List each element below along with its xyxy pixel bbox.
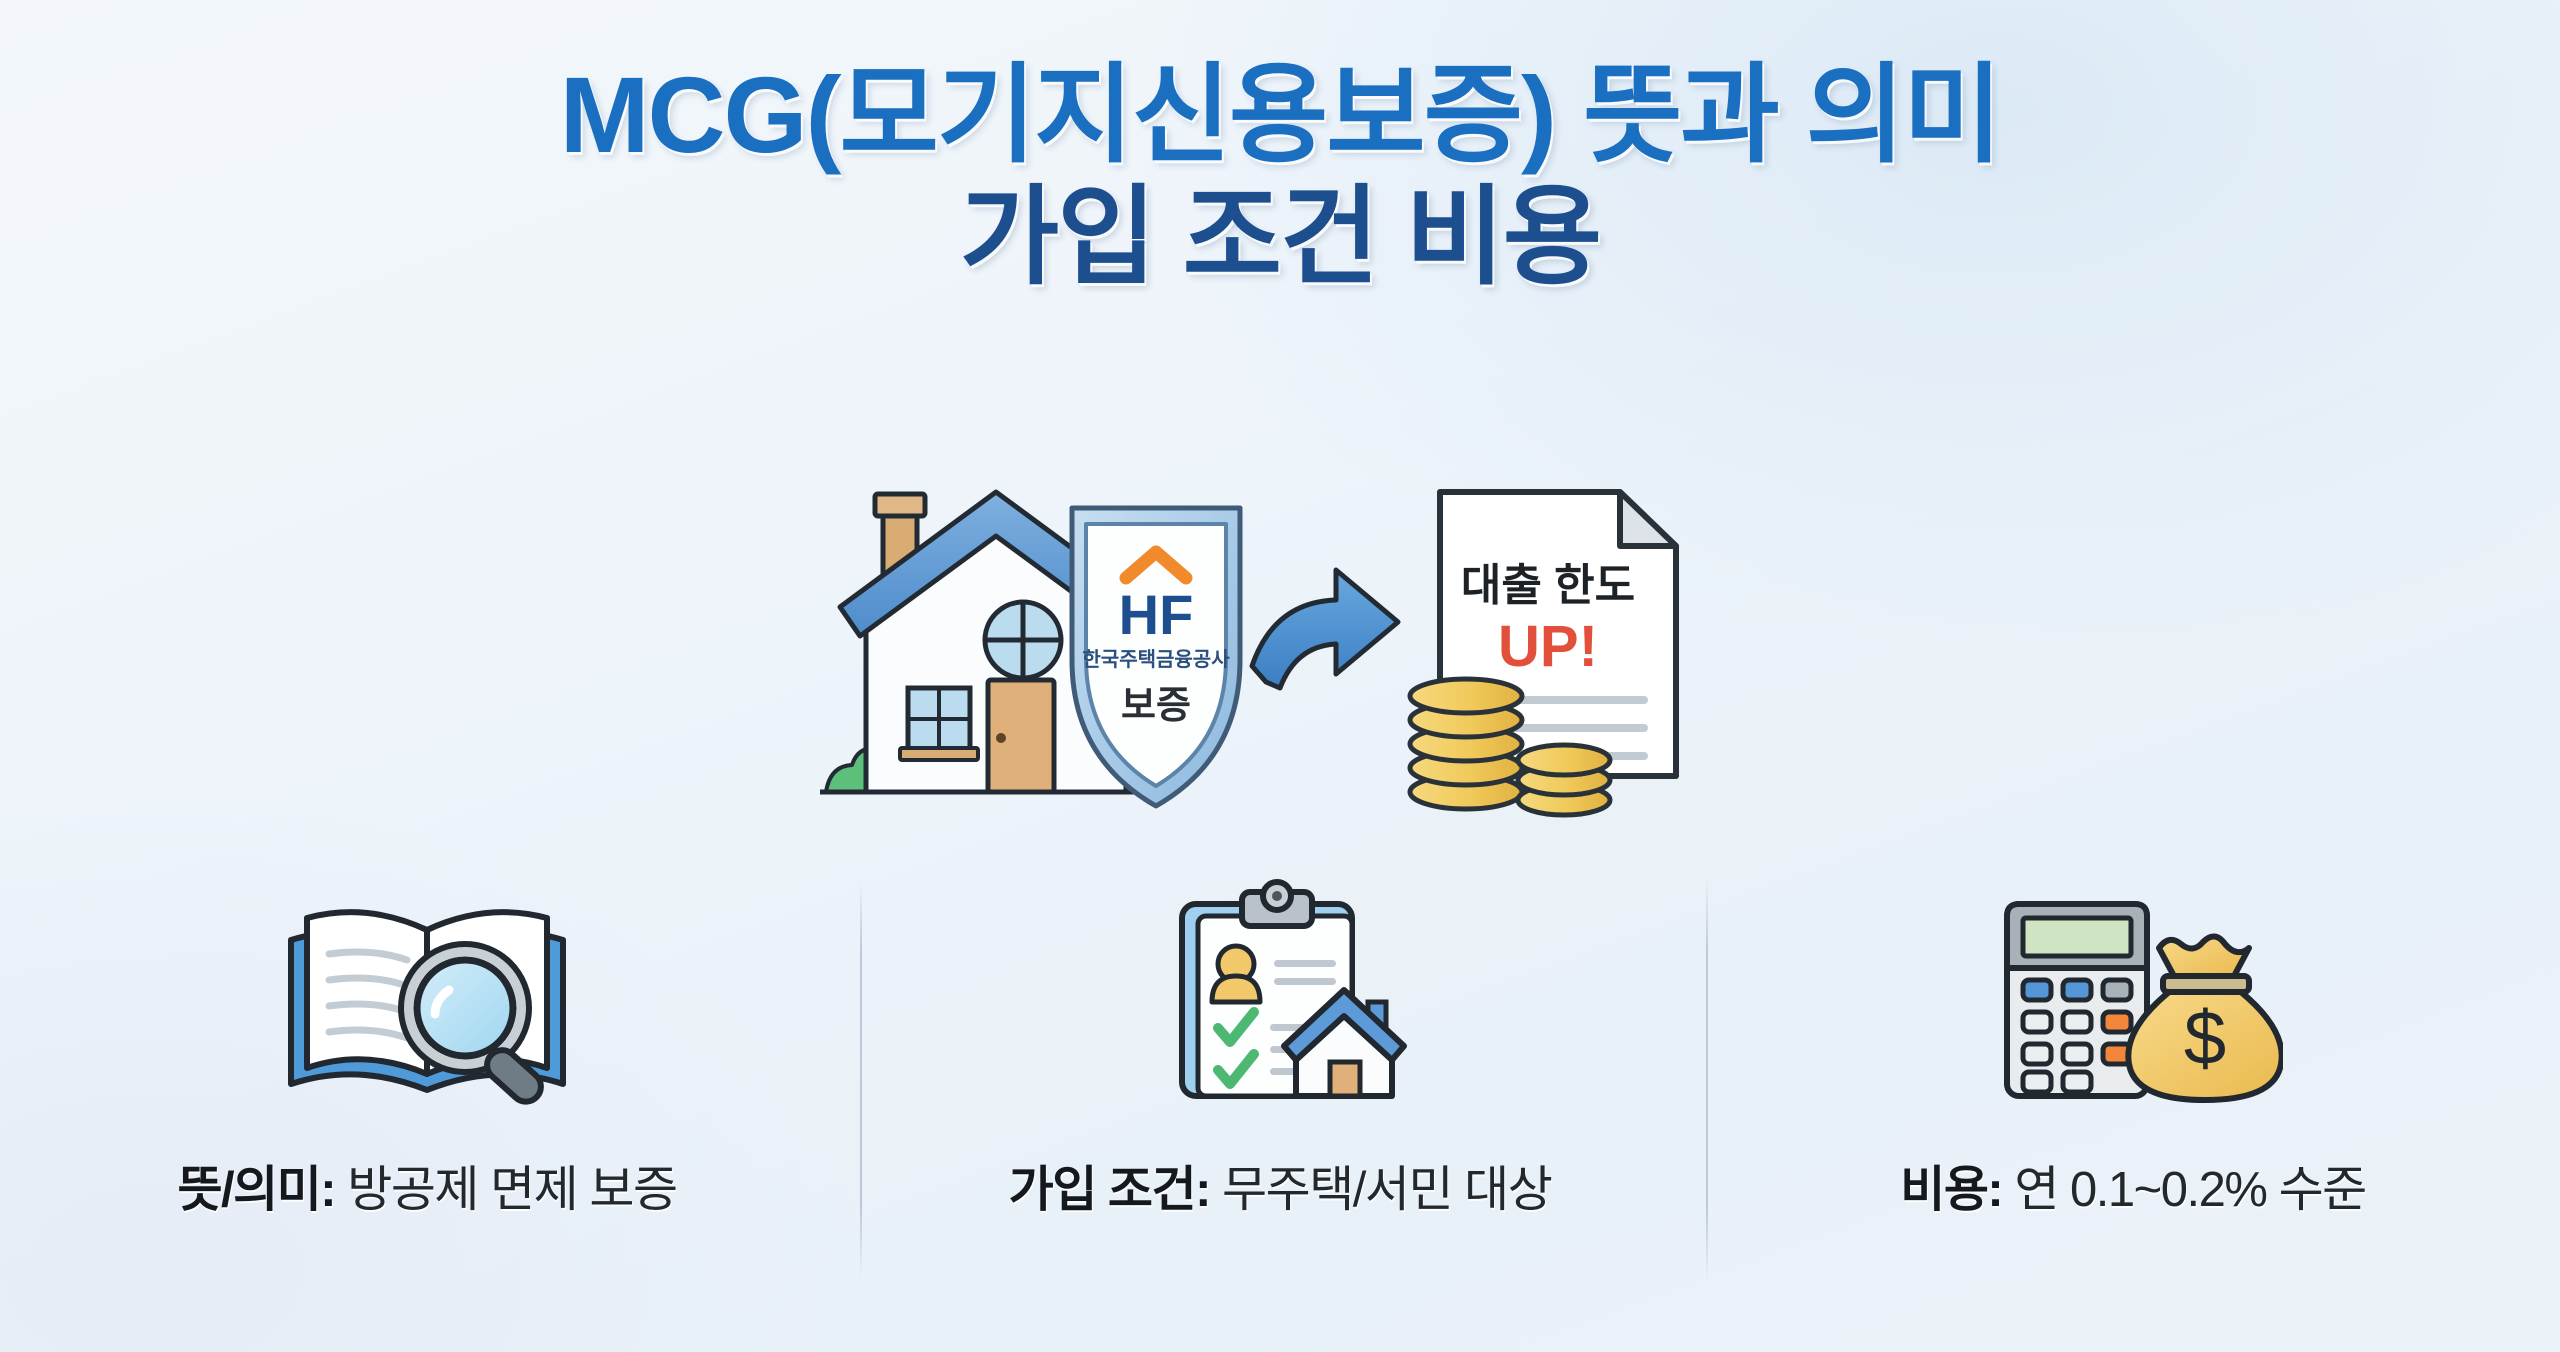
document-heading: 대출 한도 xyxy=(1461,561,1635,610)
column-divider-left xyxy=(860,880,862,1280)
calculator-moneybag-icon: $ xyxy=(1983,860,2283,1125)
document-emphasis: UP! xyxy=(1498,614,1598,679)
column-divider-right xyxy=(1706,880,1708,1280)
book-magnifier-icon xyxy=(277,860,577,1125)
hf-logo-text: HF xyxy=(1119,583,1194,646)
card-label: 비용: xyxy=(1900,1163,2003,1217)
card-cost: $ 비용: 연 0.1~0.2% 수준 xyxy=(1707,860,2560,1220)
card-caption: 가입 조건: 무주택/서민 대상 xyxy=(1008,1161,1553,1220)
card-conditions: 가입 조건: 무주택/서민 대상 xyxy=(854,860,1707,1220)
flow-arrow-right-icon xyxy=(1249,567,1401,691)
title-line-primary: MCG(모기지신용보증) 뜻과 의미 xyxy=(559,54,2003,175)
hero-illustration: HF 한국주택금융공사 보증 대출 한도 UP! xyxy=(820,470,1740,840)
card-meaning: 뜻/의미: 방공제 면제 보증 xyxy=(1,860,854,1220)
hf-guarantee-shield-icon: HF 한국주택금융공사 보증 xyxy=(1069,505,1243,809)
hf-guarantee-label: 보증 xyxy=(1121,685,1191,727)
hf-org-name: 한국주택금융공사 xyxy=(1082,648,1230,671)
summary-cards: 뜻/의미: 방공제 면제 보증 xyxy=(0,860,2560,1220)
clipboard-house-icon xyxy=(1130,860,1430,1125)
card-label: 가입 조건: xyxy=(1008,1163,1212,1217)
card-caption: 뜻/의미: 방공제 면제 보증 xyxy=(177,1161,678,1220)
card-label: 뜻/의미: xyxy=(177,1163,336,1217)
card-value: 방공제 면제 보증 xyxy=(347,1163,678,1217)
coin-stacks-icon xyxy=(1407,676,1613,818)
card-value: 무주택/서민 대상 xyxy=(1222,1163,1553,1217)
page-title: MCG(모기지신용보증) 뜻과 의미 가입 조건 비용 xyxy=(0,54,2560,298)
card-caption: 비용: 연 0.1~0.2% 수준 xyxy=(1900,1161,2367,1220)
dollar-sign-icon: $ xyxy=(2184,996,2226,1081)
title-line-secondary: 가입 조건 비용 xyxy=(959,176,1602,298)
card-value: 연 0.1~0.2% 수준 xyxy=(2014,1163,2367,1217)
